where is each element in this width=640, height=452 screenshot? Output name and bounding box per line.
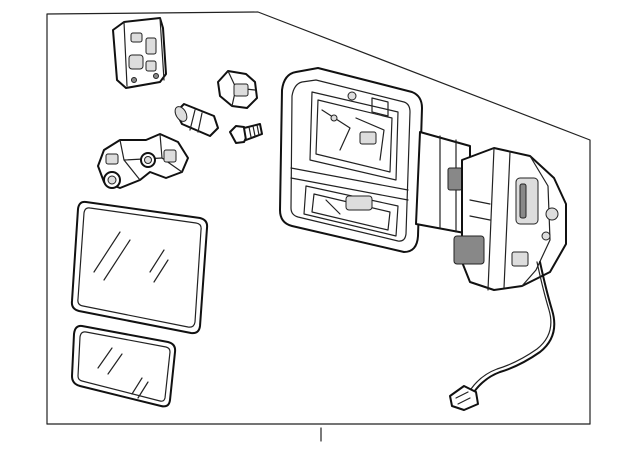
lamp-connector-part — [217, 70, 258, 109]
bulb-part — [174, 103, 219, 137]
mirror-housing-part — [279, 67, 567, 291]
screw-part — [229, 123, 263, 144]
wire-harness-part — [449, 261, 556, 411]
mirror-glass-lower-part — [71, 324, 177, 408]
mirror-glass-upper-part — [70, 200, 209, 335]
diagram-frame — [46, 11, 591, 442]
lamp-socket-part — [97, 133, 189, 189]
bracket-cover-part — [112, 17, 167, 89]
